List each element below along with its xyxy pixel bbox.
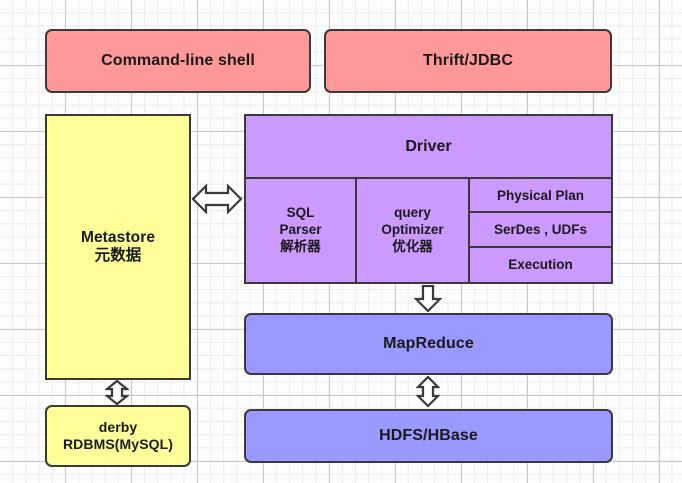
driver-right-column: Physical Plan SerDes , UDFs Execution [470, 179, 611, 282]
execution-label: Execution [508, 257, 573, 273]
query-optimizer-line3: 优化器 [392, 238, 433, 254]
driver-cell-execution[interactable]: Execution [470, 247, 611, 282]
metastore-derby-arrow-icon [105, 380, 129, 405]
node-thrift-jdbc[interactable]: Thrift/JDBC [324, 29, 612, 93]
derby-label-line2: RDBMS(MySQL) [62, 436, 174, 452]
thrift-jdbc-label: Thrift/JDBC [423, 51, 513, 69]
metastore-driver-arrow-icon [192, 184, 242, 214]
mapreduce-label: MapReduce [383, 334, 474, 352]
node-driver[interactable]: Driver SQL Parser 解析器 query Optimizer 优化… [244, 114, 613, 284]
driver-cell-query-optimizer[interactable]: query Optimizer 优化器 [357, 179, 470, 282]
node-hdfs-hbase[interactable]: HDFS/HBase [244, 409, 613, 463]
sql-parser-line1: SQL [286, 205, 315, 221]
driver-cell-physical-plan[interactable]: Physical Plan [470, 179, 611, 214]
node-derby-rdbms[interactable]: derby RDBMS(MySQL) [45, 405, 191, 467]
driver-label: Driver [405, 137, 452, 155]
metastore-label-zh: 元数据 [94, 247, 142, 264]
driver-mapreduce-arrow-icon [414, 285, 442, 312]
driver-header: Driver [246, 116, 611, 179]
query-optimizer-line2: Optimizer [381, 222, 444, 238]
metastore-label-en: Metastore [80, 228, 156, 246]
sql-parser-line3: 解析器 [280, 238, 321, 254]
derby-label-line1: derby [98, 419, 138, 436]
node-command-line-shell[interactable]: Command-line shell [45, 29, 311, 93]
serdes-udfs-label: SerDes , UDFs [493, 221, 588, 237]
driver-cell-sql-parser[interactable]: SQL Parser 解析器 [246, 179, 357, 282]
hdfs-hbase-label: HDFS/HBase [379, 426, 478, 444]
driver-cell-serdes-udfs[interactable]: SerDes , UDFs [470, 213, 611, 248]
query-optimizer-line1: query [394, 205, 431, 221]
node-mapreduce[interactable]: MapReduce [244, 313, 613, 375]
driver-body: SQL Parser 解析器 query Optimizer 优化器 Physi… [246, 179, 611, 282]
physical-plan-label: Physical Plan [496, 187, 585, 203]
command-line-shell-label: Command-line shell [101, 51, 255, 69]
node-metastore[interactable]: Metastore 元数据 [45, 114, 191, 380]
sql-parser-line2: Parser [279, 222, 322, 238]
mapreduce-hdfs-arrow-icon [416, 376, 440, 407]
